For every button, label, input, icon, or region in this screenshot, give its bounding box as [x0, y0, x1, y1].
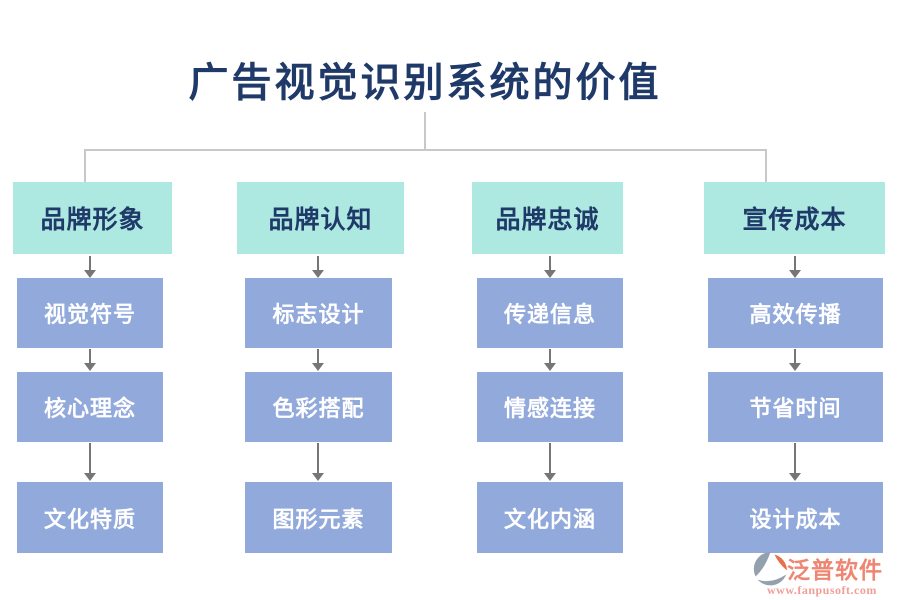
- diagram-title: 广告视觉识别系统的价值: [188, 60, 662, 105]
- column-2-item: 标志设计: [245, 278, 392, 348]
- down-arrow-icon: [311, 443, 325, 481]
- down-arrow-icon: [311, 349, 325, 371]
- brand-name: 泛普软件: [787, 558, 883, 583]
- down-arrow-icon: [311, 256, 325, 278]
- down-arrow-icon: [788, 443, 802, 481]
- column-1-header: 品牌形象: [13, 182, 172, 254]
- connector-drop-right: [765, 150, 767, 182]
- column-3-item: 文化内涵: [477, 482, 623, 553]
- column-2-header: 品牌认知: [237, 182, 404, 254]
- column-4-item: 节省时间: [708, 372, 883, 442]
- down-arrow-icon: [543, 443, 557, 481]
- down-arrow-icon: [788, 256, 802, 278]
- column-1-item: 视觉符号: [17, 278, 163, 348]
- down-arrow-icon: [83, 256, 97, 278]
- column-4-item: 高效传播: [708, 278, 883, 348]
- connector-title-stem: [424, 112, 426, 150]
- fanpu-logo-icon: [753, 552, 787, 586]
- down-arrow-icon: [543, 349, 557, 371]
- column-1-item: 核心理念: [17, 372, 163, 442]
- down-arrow-icon: [543, 256, 557, 278]
- column-2-item: 图形元素: [245, 482, 392, 553]
- connector-horizontal-line: [84, 149, 767, 151]
- column-3-header: 品牌忠诚: [472, 182, 623, 254]
- column-3-item: 传递信息: [477, 278, 623, 348]
- down-arrow-icon: [83, 443, 97, 481]
- column-4-item: 设计成本: [708, 482, 883, 553]
- column-1-item: 文化特质: [17, 482, 163, 553]
- column-3-item: 情感连接: [477, 372, 623, 442]
- column-4-header: 宣传成本: [704, 182, 885, 254]
- column-2-item: 色彩搭配: [245, 372, 392, 442]
- down-arrow-icon: [83, 349, 97, 371]
- connector-drop-left: [84, 150, 86, 182]
- down-arrow-icon: [788, 349, 802, 371]
- brand-url: www.fanpusoft.com: [767, 583, 877, 597]
